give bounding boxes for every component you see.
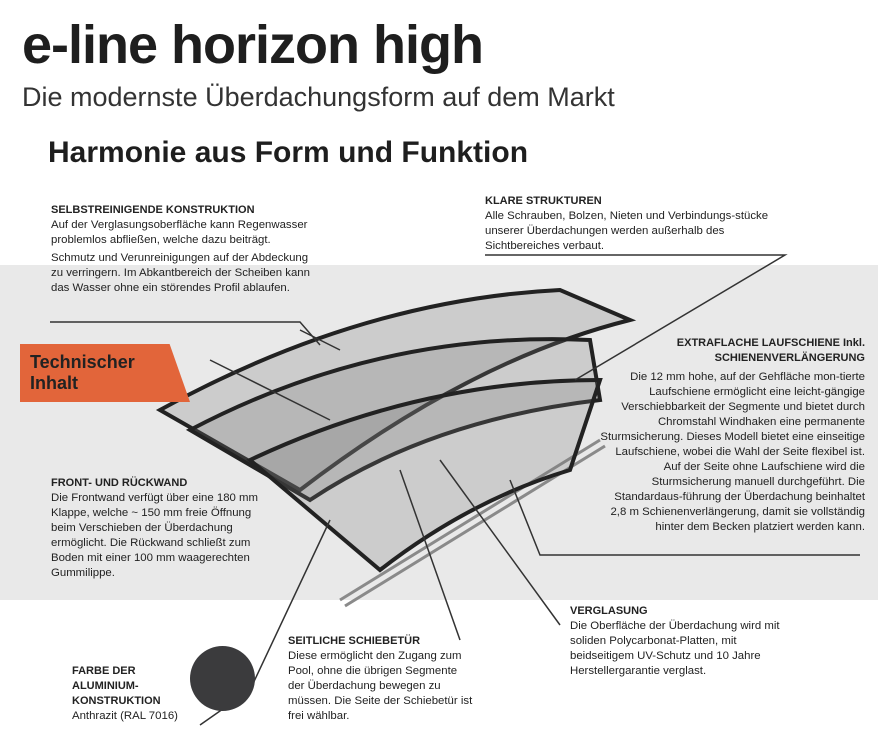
enclosure-roof (155, 287, 637, 573)
section-text: Diese ermöglicht den Zugang zum Pool, oh… (288, 650, 473, 722)
section-text: Alle Schrauben, Bolzen, Nieten und Verbi… (485, 210, 769, 252)
section-title: SEITLICHE SCHIEBETÜR (288, 635, 421, 647)
section-verglasung: VERGLASUNG Die Oberfläche der Überdachun… (570, 604, 795, 679)
section-title: KLARE STRUKTUREN (485, 195, 602, 207)
section-front-rueckwand: FRONT- UND RÜCKWAND Die Frontwand verfüg… (51, 476, 271, 581)
section-title: SELBSTREINIGENDE KONSTRUKTION (51, 204, 255, 216)
section-klare-strukturen: KLARE STRUKTUREN Alle Schrauben, Bolzen,… (485, 194, 775, 254)
section-text: Schmutz und Verunreinigungen auf der Abd… (51, 252, 310, 294)
color-swatch-anthrazit (190, 646, 255, 711)
section-title: VERGLASUNG (570, 605, 648, 617)
section-heading: Harmonie aus Form und Funktion (48, 136, 529, 169)
section-text: Die Frontwand verfügt über eine 180 mm K… (51, 492, 259, 579)
section-title: FRONT- UND RÜCKWAND (51, 477, 188, 489)
section-text: Die Oberfläche der Überdachung wird mit … (570, 620, 780, 677)
section-text: Die 12 mm hohe, auf der Gehfläche mon-ti… (600, 371, 865, 533)
section-laufschiene: EXTRAFLACHE LAUFSCHIENE Inkl. SCHIENENVE… (600, 336, 865, 535)
section-text: Auf der Verglasungsoberfläche kann Regen… (51, 219, 308, 246)
section-schiebetuer: SEITLICHE SCHIEBETÜR Diese ermöglicht de… (288, 634, 473, 724)
section-selbstreinigend: SELBSTREINIGENDE KONSTRUKTION Auf der Ve… (51, 203, 311, 296)
background-band (0, 265, 878, 600)
page-title: e-line horizon high (22, 15, 484, 75)
section-title: FARBE DER ALUMINIUM-KONSTRUKTION (72, 665, 161, 707)
page-subtitle: Die modernste Überdachungsform auf dem M… (22, 82, 615, 112)
section-text: Anthrazit (RAL 7016) (72, 710, 178, 722)
section-farbe: FARBE DER ALUMINIUM-KONSTRUKTION Anthraz… (72, 664, 192, 724)
technical-content-badge: Technischer Inhalt (20, 344, 190, 402)
section-title: EXTRAFLACHE LAUFSCHIENE Inkl. SCHIENENVE… (676, 337, 865, 364)
